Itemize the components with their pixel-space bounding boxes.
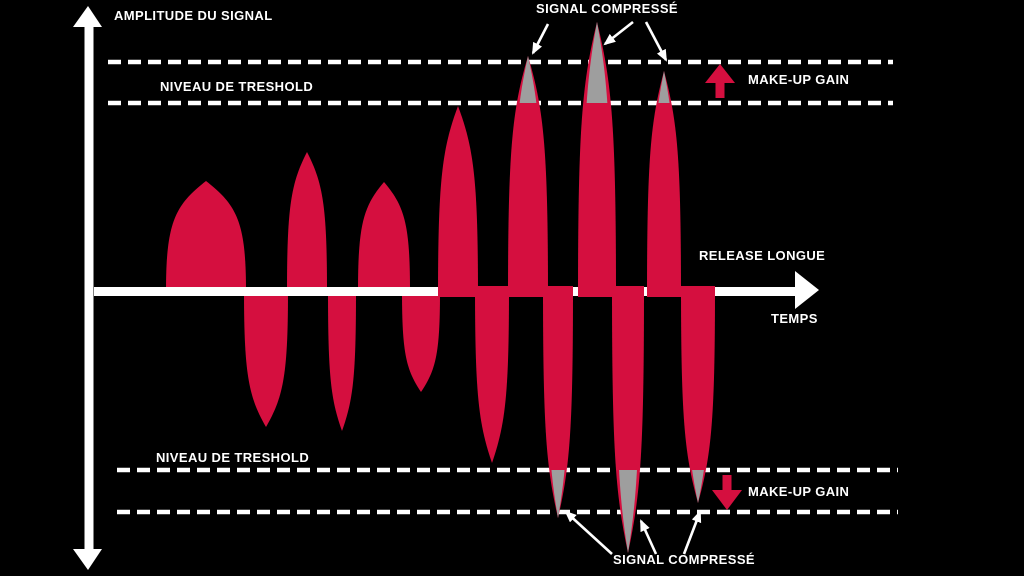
signal-compresse-top-label: SIGNAL COMPRESSÉ bbox=[536, 1, 678, 16]
compressed-signal-cap bbox=[519, 56, 537, 103]
makeup-gain-bottom-label: MAKE-UP GAIN bbox=[748, 484, 850, 499]
arrow-down-icon bbox=[73, 549, 102, 570]
waveform-lobe bbox=[647, 71, 681, 297]
annotation-arrows bbox=[531, 20, 702, 555]
waveform-lobe bbox=[543, 286, 573, 518]
waveform-lobe bbox=[328, 291, 356, 431]
makeup-gain-top-label: MAKE-UP GAIN bbox=[748, 72, 850, 87]
arrow-right-icon bbox=[795, 271, 819, 309]
waveform-lobe bbox=[402, 291, 440, 392]
waveform-lobe bbox=[358, 182, 410, 291]
waveform-lobe bbox=[166, 181, 246, 291]
annotation-arrow bbox=[682, 510, 702, 555]
arrow-up-icon bbox=[73, 6, 102, 27]
annotation-arrow bbox=[603, 20, 634, 46]
waveform-lobe bbox=[681, 286, 715, 503]
signal-compresse-bottom-label: SIGNAL COMPRESSÉ bbox=[613, 552, 755, 567]
threshold-bottom-label: NIVEAU DE TRESHOLD bbox=[156, 450, 310, 465]
waveform-lobe bbox=[578, 22, 616, 297]
annotation-arrow bbox=[644, 21, 668, 62]
waveform-lobe bbox=[287, 152, 327, 291]
threshold-top-label: NIVEAU DE TRESHOLD bbox=[160, 79, 314, 94]
waveform-lobe bbox=[612, 286, 644, 553]
waveform-lobe bbox=[438, 106, 478, 297]
compressed-signal-cap bbox=[619, 470, 637, 553]
compressed-signal-cap bbox=[692, 470, 704, 503]
waveform-lobe bbox=[244, 291, 288, 427]
makeup-gain-up-arrow bbox=[705, 64, 735, 98]
waveform-lobe bbox=[475, 286, 509, 463]
compressed-signal-cap bbox=[586, 22, 608, 103]
waveform-lobes-back bbox=[166, 152, 440, 431]
annotation-arrow bbox=[639, 519, 658, 555]
amplitude-axis-arrow bbox=[73, 6, 102, 570]
compressed-signal-cap bbox=[658, 71, 670, 103]
annotation-arrow bbox=[564, 510, 613, 555]
compressed-signal-cap bbox=[551, 470, 565, 518]
waveform-lobes-front bbox=[438, 22, 715, 553]
makeup-gain-down-arrow bbox=[712, 475, 742, 510]
waveform-lobe bbox=[508, 56, 548, 297]
annotation-arrow bbox=[531, 23, 550, 55]
release-longue-label: RELEASE LONGUE bbox=[699, 248, 826, 263]
temps-axis-label: TEMPS bbox=[771, 311, 818, 326]
amplitude-axis-label: AMPLITUDE DU SIGNAL bbox=[114, 8, 273, 23]
threshold-lines bbox=[108, 59, 898, 515]
